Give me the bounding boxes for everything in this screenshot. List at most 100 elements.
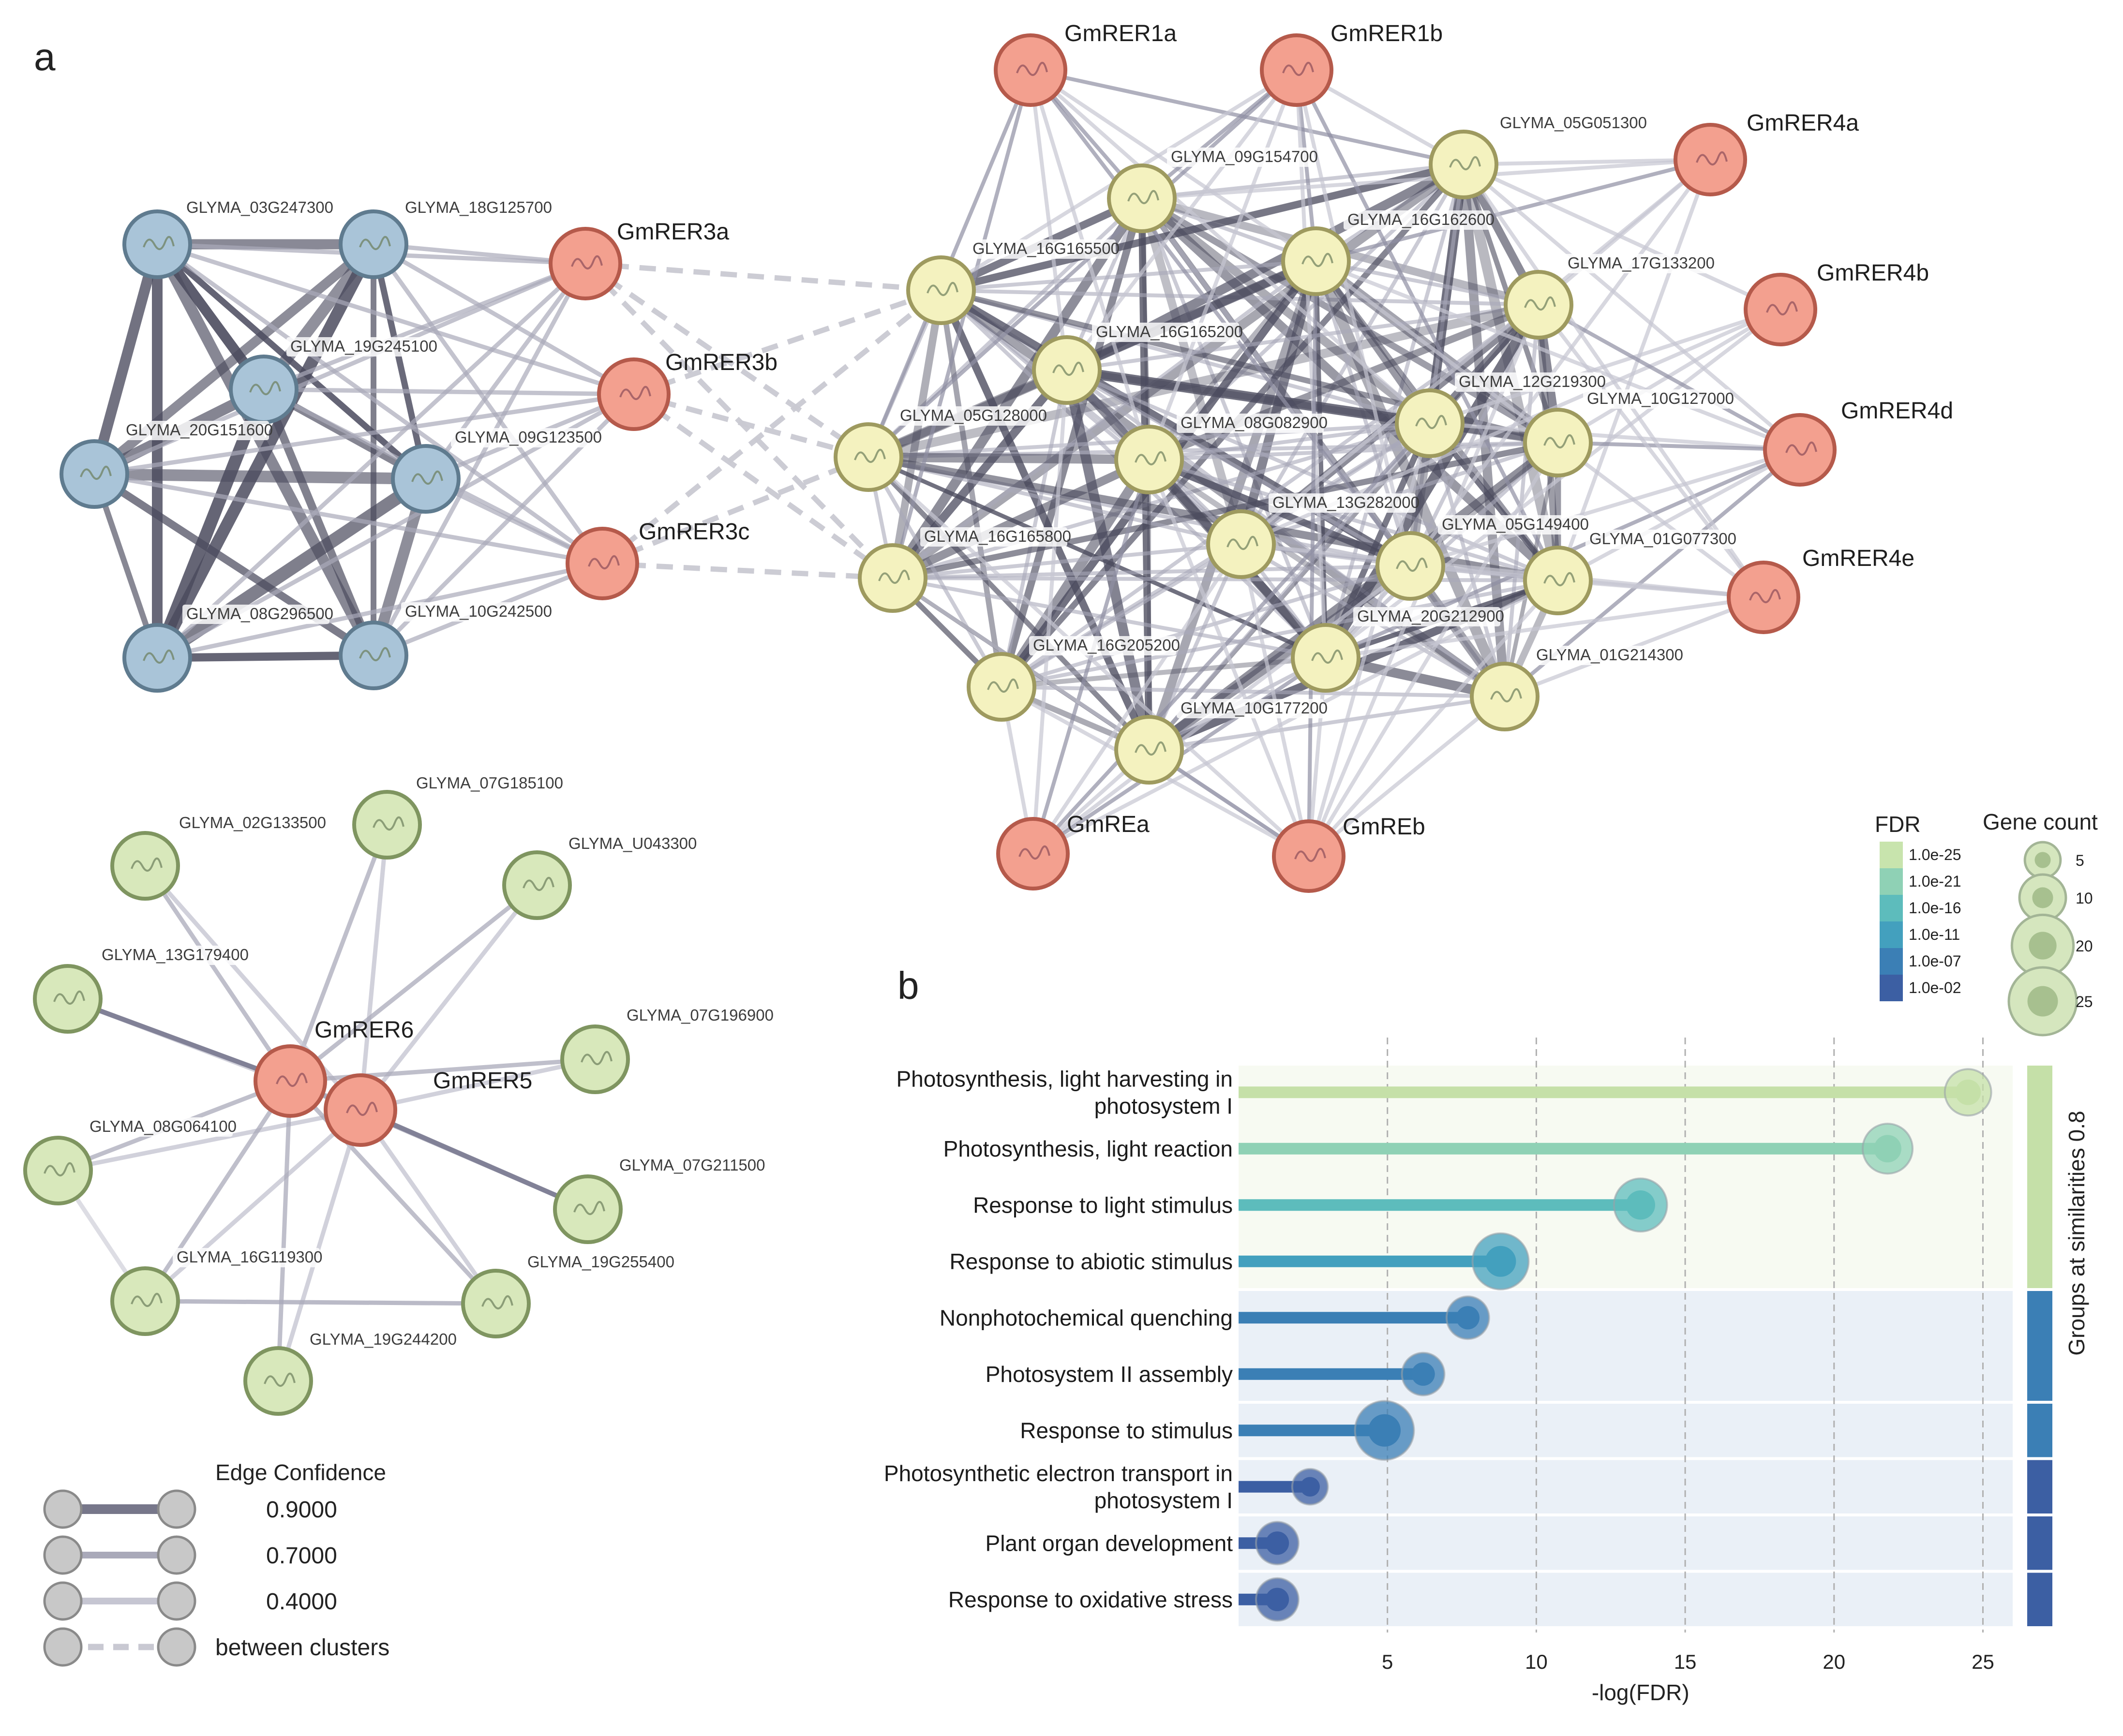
protein-structure-icon xyxy=(1524,296,1556,311)
node-gmrer3b: GmRER3b xyxy=(597,350,777,431)
node-glyma-10g177200: GLYMA_10G177200 xyxy=(1114,699,1328,785)
node-label: GLYMA_07G196900 xyxy=(627,1006,774,1024)
node-circle xyxy=(33,964,103,1034)
node-label: GmRER4a xyxy=(1747,110,1859,136)
lollipop-row: Photosynthesis, light harvesting inphoto… xyxy=(896,1066,1992,1118)
edge-legend-item: 0.9000 xyxy=(43,1489,337,1529)
network-edge xyxy=(371,242,605,566)
network-edge xyxy=(143,863,293,1083)
node-label: GLYMA_19G244200 xyxy=(310,1330,457,1348)
node-circle xyxy=(502,850,572,920)
node-label: GLYMA_13G282000 xyxy=(1272,493,1420,511)
node-label: GLYMA_10G177200 xyxy=(1181,699,1328,717)
node-label-background xyxy=(565,834,693,854)
node-label-background xyxy=(173,1248,320,1267)
fdr-legend: FDR 1.0e-251.0e-211.0e-161.0e-111.0e-071… xyxy=(1875,812,1961,1001)
protein-structure-icon xyxy=(1226,535,1258,550)
node-label-background xyxy=(920,527,1067,547)
group-bar-segment xyxy=(2027,1460,2052,1513)
network-edge xyxy=(90,470,377,659)
network-edge xyxy=(937,286,1153,754)
edge-legend-node xyxy=(43,1627,83,1667)
node-gmrer1a: GmRER1a xyxy=(994,21,1177,107)
lollipop-core xyxy=(1874,1135,1901,1163)
protein-structure-icon xyxy=(143,649,175,664)
protein-structure-icon xyxy=(878,569,910,584)
protein-structure-icon xyxy=(373,816,404,831)
protein-structure-icon xyxy=(143,236,175,250)
network-edge xyxy=(155,242,605,566)
node-label-background xyxy=(1532,646,1679,665)
fdr-label: 1.0e-21 xyxy=(1909,873,1961,890)
node-label: GLYMA_19G245100 xyxy=(290,337,437,355)
node-gmrer6: GmRER6 xyxy=(254,1017,414,1118)
network-edge xyxy=(1295,68,1328,660)
network-edge xyxy=(153,651,378,662)
node-label: GLYMA_20G151600 xyxy=(126,421,273,439)
edge-legend-node xyxy=(43,1489,83,1529)
network-edge xyxy=(1537,303,1802,452)
network-edge xyxy=(358,1108,590,1212)
panel-a-label: a xyxy=(34,35,56,78)
protein-structure-icon xyxy=(346,1101,378,1116)
node-label-background xyxy=(286,337,434,356)
node-circle xyxy=(339,209,408,279)
node-gmrer4d: GmRER4d xyxy=(1763,398,1953,487)
node-circle xyxy=(994,33,1067,107)
protein-structure-icon xyxy=(927,282,958,296)
network-edge xyxy=(1000,564,1412,689)
node-label-background xyxy=(1353,607,1500,626)
node-circle xyxy=(1375,531,1445,601)
node-label: GLYMA_09G154700 xyxy=(1171,148,1318,165)
node-glyma-20g212900: GLYMA_20G212900 xyxy=(1291,607,1504,693)
group-bar-segment xyxy=(2027,1516,2052,1570)
node-label: GLYMA_03G247300 xyxy=(186,198,333,216)
protein-structure-icon xyxy=(1696,151,1728,165)
node-label: GLYMA_01G077300 xyxy=(1589,530,1736,548)
lollipop-core xyxy=(1265,1588,1289,1611)
gene-count-label: 25 xyxy=(2076,993,2093,1010)
network-edge xyxy=(1295,68,1412,568)
network-edge xyxy=(1428,421,1802,452)
network-edge xyxy=(1000,685,1507,698)
network-edge xyxy=(56,1108,363,1173)
node-glyma-16g165500: GLYMA_16G165500 xyxy=(906,239,1120,325)
node-circle xyxy=(1291,623,1361,693)
network-edge xyxy=(89,239,163,479)
node-label: GLYMA_05G051300 xyxy=(1500,114,1647,132)
network-edge xyxy=(288,1057,598,1083)
network-edge xyxy=(864,300,1543,462)
protein-structure-icon xyxy=(53,990,85,1005)
protein-structure-icon xyxy=(359,236,391,250)
network-edge xyxy=(89,468,432,485)
network-edge xyxy=(1462,158,1712,166)
node-circle xyxy=(858,543,927,613)
node-label: GLYMA_07G211500 xyxy=(619,1156,765,1174)
between-cluster-edge xyxy=(633,391,869,460)
node-label: GmRER4e xyxy=(1802,546,1914,571)
node-gmrer3a: GmRER3a xyxy=(549,219,729,300)
edge-legend-node xyxy=(157,1581,196,1621)
category-label: Response to stimulus xyxy=(1020,1418,1233,1443)
protein-structure-icon xyxy=(1311,649,1343,664)
node-label-background xyxy=(182,605,329,624)
node-glyma-09g123500: GLYMA_09G123500 xyxy=(391,428,602,514)
node-label: GLYMA_09G123500 xyxy=(455,428,602,446)
node-label: GmRER4b xyxy=(1817,260,1929,286)
network-edge xyxy=(358,1108,498,1306)
lollipop-core xyxy=(1955,1079,1981,1105)
node-circle xyxy=(1272,819,1346,893)
node-label: GmRER3c xyxy=(639,519,749,545)
network-edge xyxy=(288,883,539,1083)
network-edge xyxy=(1307,441,1560,858)
lollipop-core xyxy=(1456,1306,1480,1330)
fdr-swatch xyxy=(1880,975,1903,1001)
network-edge xyxy=(867,68,1299,459)
lollipop-row: Response to stimulus xyxy=(1020,1400,1415,1461)
node-glyma-13g282000: GLYMA_13G282000 xyxy=(1206,493,1420,579)
network-edge xyxy=(891,576,1328,660)
network-edge xyxy=(1324,163,1465,660)
node-label-background xyxy=(1583,389,1730,409)
node-gmrea: GmREa xyxy=(996,812,1150,890)
node-circle xyxy=(1763,413,1837,487)
